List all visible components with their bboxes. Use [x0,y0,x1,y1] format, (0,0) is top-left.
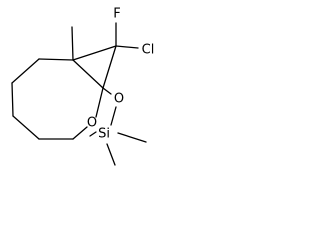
bond-c1-c8 [72,45,117,61]
bond-c9-o [102,87,112,95]
atom-label-ether-oxygen: O [114,92,124,107]
bond-c9-c1 [72,59,104,89]
bond-c8-c9 [102,45,117,89]
atom-label-fluorine: F [113,7,120,22]
bond-ring-2 [11,58,40,84]
bond-methyl [71,26,74,61]
bond-c8-cl [115,45,139,49]
bond-ring-1 [38,58,74,61]
bond-ring-7 [95,87,104,118]
bond-ring-4 [12,115,40,140]
atom-label-silicon: Si [98,127,110,142]
bond-o-si [110,106,117,126]
atom-label-ring-oxygen: O [87,116,97,131]
structure-diagram: F Cl O O Si [11,7,155,166]
bond-si-methyl-top [89,131,97,137]
bond-ring-3 [11,82,14,117]
bond-ring-6 [72,126,88,140]
atom-label-chlorine: Cl [142,43,155,58]
bond-si-methyl-bottom [106,143,116,166]
bond-si-methyl-right [117,132,147,143]
